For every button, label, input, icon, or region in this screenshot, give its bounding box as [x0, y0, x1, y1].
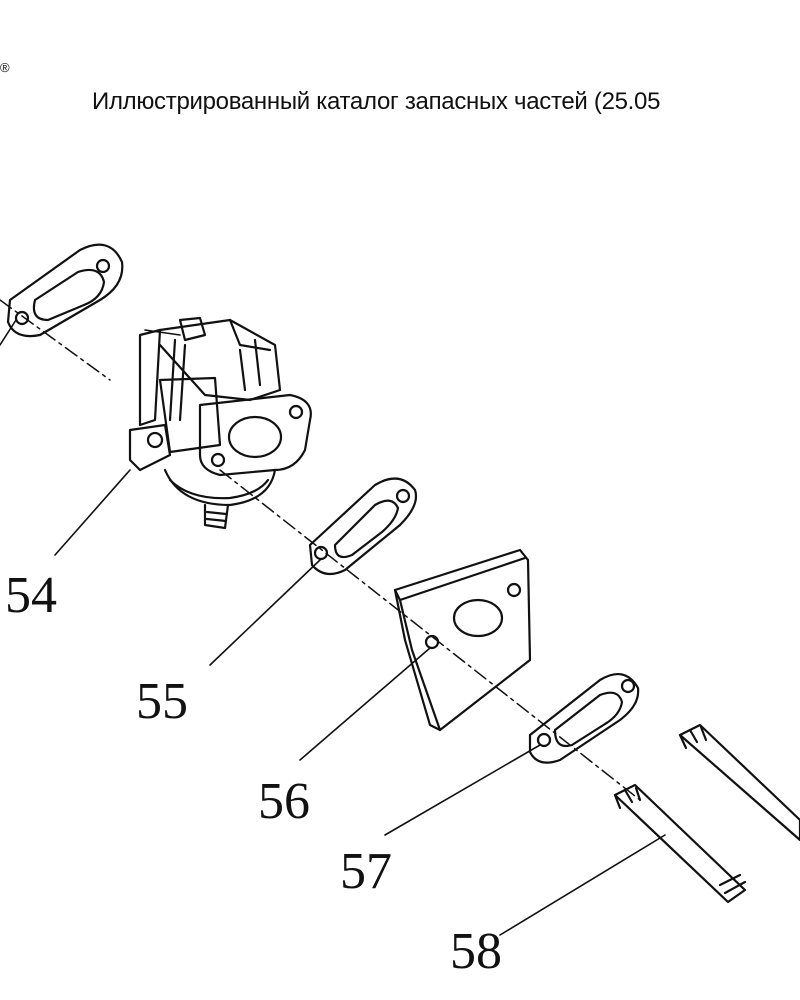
page-title: Иллюстрированный каталог запасных частей…	[92, 88, 661, 115]
insulator-plate-56	[393, 548, 532, 732]
stud-58-second	[678, 723, 800, 842]
stud-58	[613, 783, 747, 904]
carburetor	[128, 316, 312, 530]
callout-58: 58	[450, 923, 502, 980]
leader-line-56	[299, 647, 431, 761]
gasket-57	[528, 672, 640, 764]
assembly-axis-line	[219, 469, 641, 801]
leader-line-57	[384, 744, 541, 836]
gasket-55	[308, 477, 418, 576]
callout-54: 54	[5, 567, 57, 624]
callout-57: 57	[340, 843, 392, 900]
leader-line-58	[499, 834, 666, 936]
callout-56: 56	[258, 773, 310, 830]
top-gasket	[0, 243, 124, 346]
leader-line-54	[54, 469, 131, 556]
registered-mark: ®	[0, 60, 10, 75]
leader-line-55	[209, 559, 321, 666]
callout-55: 55	[136, 673, 188, 730]
assembly-axis-line	[0, 299, 111, 381]
